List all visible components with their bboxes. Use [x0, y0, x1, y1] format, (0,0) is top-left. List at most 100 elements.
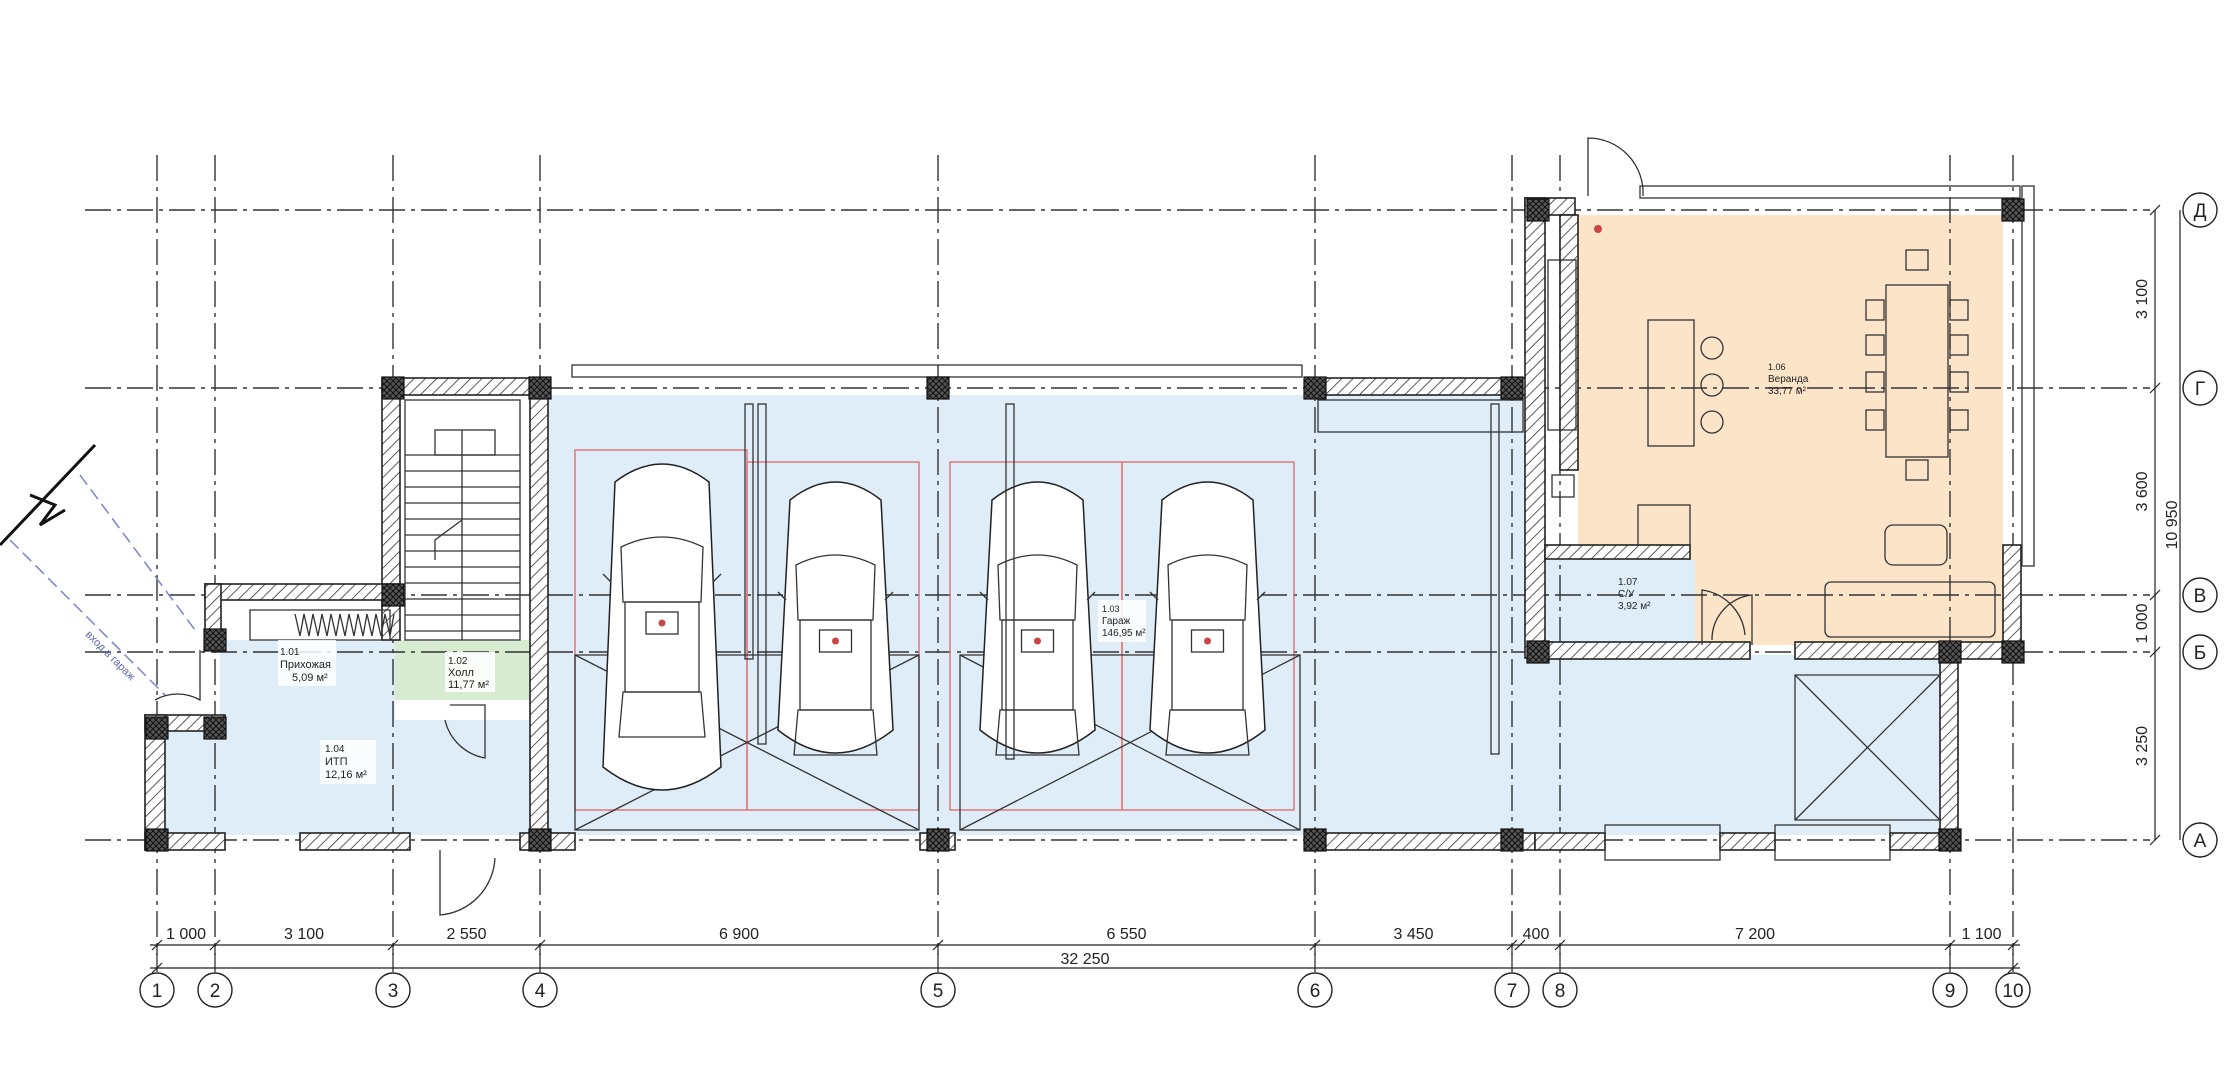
- room-106-name: Веранда: [1768, 374, 1809, 385]
- axis-bubble-label: В: [2194, 586, 2207, 607]
- door-entry: [154, 650, 201, 702]
- dining-chair: [1949, 334, 1969, 356]
- axis-bubble-label: 5: [933, 981, 944, 1002]
- bar-stool-2: [1700, 373, 1724, 397]
- room-107-num: 1.07: [1618, 577, 1638, 588]
- door-wc: [1701, 589, 1746, 645]
- door-hall: [444, 704, 486, 759]
- wall-veranda-south: [1544, 641, 1751, 660]
- radiator-fin: [321, 613, 332, 637]
- axis-bubble-label: Г: [2195, 379, 2205, 400]
- section-label: вход в гараж: [83, 629, 138, 684]
- structural-column: [1938, 640, 1962, 664]
- radiator-fin: [348, 613, 359, 637]
- wall-south-2: [299, 832, 411, 851]
- dining-chair: [1865, 334, 1885, 356]
- car-windshield: [795, 554, 876, 621]
- car-rear-window: [793, 709, 878, 756]
- wall-entry-north: [204, 583, 401, 601]
- axis-bubble-label: 10: [2002, 981, 2023, 1002]
- radiator-fin: [357, 613, 368, 637]
- dining-chair: [1905, 459, 1929, 481]
- room-101-area: 5,09 м²: [292, 672, 328, 684]
- walls: [144, 185, 2035, 851]
- axis-bubble-label: 8: [1555, 981, 1566, 1002]
- room-101-num: 1.01: [280, 647, 300, 658]
- car-4: [1149, 481, 1266, 756]
- car-marker: [832, 637, 839, 645]
- veranda-glazing-north: [1639, 185, 2021, 199]
- room-106-num: 1.06: [1768, 362, 1786, 372]
- vent-grille-2: [1774, 824, 1891, 861]
- axis-bubble-7: [1494, 972, 1530, 1008]
- axis-bubble-label: Д: [2194, 201, 2207, 222]
- sofa: [1824, 581, 1996, 638]
- axis-bubble-Д: [2182, 192, 2218, 228]
- wall-veranda-south-2: [1794, 641, 2021, 660]
- room-104-name: ИТП: [325, 756, 348, 768]
- dining-chair: [1949, 409, 1969, 431]
- car-mirror: [1149, 591, 1159, 601]
- veranda-glazing-east: [2021, 185, 2035, 567]
- kitchen-counter: [1547, 259, 1577, 431]
- car-body: [979, 481, 1096, 754]
- armchair: [1884, 524, 1948, 566]
- axis-bubble-1: [139, 972, 175, 1008]
- structural-column: [1500, 376, 1524, 400]
- dim-value: 3 450: [1393, 926, 1433, 943]
- wall-garage-north: [384, 377, 546, 396]
- car-mirror: [712, 573, 722, 583]
- structural-column: [528, 828, 552, 852]
- axis-bubble-8: [1542, 972, 1578, 1008]
- dim-tick: [2149, 382, 2161, 394]
- room-103-area: 146,95 м²: [1102, 628, 1146, 639]
- wall-veranda-inner: [1559, 214, 1579, 471]
- structural-column: [203, 716, 227, 740]
- section-mark: вход в гараж: [0, 443, 196, 696]
- radiator-fin: [330, 613, 341, 637]
- car-windshield: [1167, 554, 1248, 621]
- axis-bubble-label: 4: [535, 981, 546, 1002]
- axis-bubble-10: [1995, 972, 2031, 1008]
- wc-floor: [1545, 560, 1695, 650]
- bar-stool-1: [1700, 336, 1724, 360]
- car-mirror: [1086, 591, 1096, 601]
- axis-bubble-label: А: [2194, 831, 2207, 852]
- structural-column: [1938, 828, 1962, 852]
- axis-bubble-В: [2182, 577, 2218, 613]
- wall-east-lower: [1939, 654, 1959, 846]
- car-marker: [1204, 637, 1211, 645]
- sink: [1551, 474, 1575, 498]
- room-106-area: 33,77 м²: [1768, 386, 1807, 397]
- bay-2: [746, 461, 920, 811]
- dim-value-right: 1 000: [2134, 603, 2151, 643]
- columns: [145, 198, 2025, 852]
- room-102-name: Холл: [448, 667, 474, 679]
- cars: [602, 463, 1266, 791]
- stair-landing: [434, 429, 496, 456]
- radiator-fin: [312, 613, 323, 637]
- radiator: [249, 609, 391, 641]
- room-104-num: 1.04: [325, 744, 345, 755]
- structural-column: [1303, 376, 1327, 400]
- room-107-area: 3,92 м²: [1618, 601, 1651, 612]
- car-screen: [1020, 629, 1055, 653]
- dim-value-right: 3 250: [2134, 726, 2151, 766]
- dim-value-right: 3 100: [2134, 279, 2151, 319]
- dining-chair: [1949, 299, 1969, 321]
- car-rear-window: [618, 691, 706, 738]
- door-south: [439, 850, 496, 916]
- structural-column: [926, 376, 950, 400]
- car-body: [602, 463, 722, 791]
- structural-column: [528, 376, 552, 400]
- door-veranda-north: [1587, 137, 1644, 197]
- kitchen-island: [1647, 319, 1695, 447]
- structural-column: [381, 583, 405, 607]
- car-screen: [645, 611, 679, 635]
- car-body: [1149, 481, 1266, 754]
- dim-total-right: 10 950: [2164, 500, 2181, 549]
- axis-bubble-3: [375, 972, 411, 1008]
- dim-tick: [2149, 646, 2161, 658]
